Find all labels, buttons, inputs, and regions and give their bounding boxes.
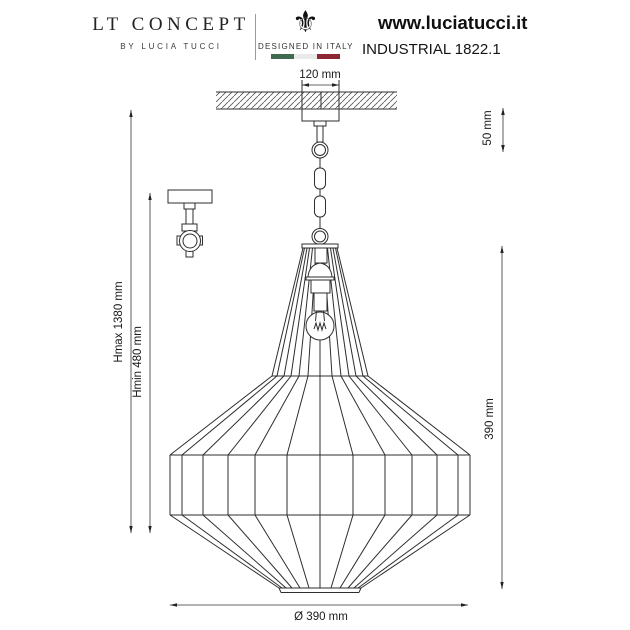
- canopy-width-label: 120 mm: [299, 69, 341, 81]
- flag-green-stripe: [270, 54, 294, 59]
- cage-wire: [362, 375, 459, 456]
- cage-wire: [290, 247, 310, 377]
- cage-wire: [336, 247, 369, 377]
- brand-block: LT CONCEPT BY LUCIA TUCCI: [58, 14, 284, 51]
- shade-diameter-label: Ø 390 mm: [294, 611, 348, 623]
- cage-wire: [357, 514, 459, 589]
- cage-wire: [332, 247, 357, 377]
- socket-and-bulb: [305, 247, 335, 341]
- cage-wire: [348, 375, 413, 456]
- cage-wire: [330, 514, 354, 589]
- cage-wire: [353, 514, 438, 589]
- height-min-label: Hmin 480 mm: [132, 326, 144, 398]
- cage-wire: [327, 247, 342, 377]
- cage-wire: [330, 247, 350, 377]
- mounting-detail-inset: [167, 189, 213, 258]
- cage-wire: [286, 514, 310, 589]
- cage-wire: [339, 514, 386, 589]
- cage-wire: [227, 514, 293, 589]
- cage-wire: [283, 247, 308, 377]
- bulb-icon: [305, 311, 335, 341]
- cage-wire: [254, 514, 301, 589]
- cage-wire: [202, 514, 287, 589]
- shade-height-label: 390 mm: [484, 398, 496, 440]
- flag-red-stripe: [317, 54, 341, 59]
- cage-wire: [367, 375, 471, 456]
- model-number: INDUSTRIAL 1822.1: [362, 41, 501, 58]
- cage-wire: [276, 247, 305, 377]
- cage-wire: [227, 375, 292, 456]
- header-divider: [255, 14, 256, 60]
- brand-byline: BY LUCIA TUCCI: [120, 42, 222, 51]
- cage-wire: [360, 514, 471, 589]
- cage-wire: [202, 375, 285, 456]
- cage-wire: [181, 514, 283, 589]
- cage-wire: [271, 247, 304, 377]
- designed-in-italy-block: ⚜ DESIGNED IN ITALY: [258, 6, 353, 59]
- cage-wire: [169, 375, 273, 456]
- designed-in-italy-label: DESIGNED IN ITALY: [258, 42, 354, 51]
- cage-wire: [286, 375, 309, 456]
- dimension-height-min: Hmin 480 mm: [132, 193, 152, 533]
- cage-wire: [169, 514, 280, 589]
- dimension-suspension-drop: 50 mm: [482, 108, 505, 152]
- website-url: www.luciatucci.it: [378, 12, 528, 33]
- shade-edges: [170, 375, 470, 593]
- cage-wire: [181, 375, 278, 456]
- dimension-shade-diameter: Ø 390 mm: [170, 603, 468, 623]
- cage-wire: [340, 375, 386, 456]
- cage-wire: [298, 247, 313, 377]
- suspension-drop-label: 50 mm: [482, 110, 494, 145]
- flag-white-stripe: [293, 54, 318, 59]
- wire-cage-shade: [169, 247, 471, 589]
- brand-logo-text: LT CONCEPT: [92, 14, 250, 35]
- filament: [313, 321, 327, 332]
- cage-wire: [355, 375, 438, 456]
- italian-flag-icon: [270, 54, 341, 59]
- cage-wire: [331, 375, 354, 456]
- cage-wire: [347, 514, 413, 589]
- canopy-and-chain: [301, 108, 340, 250]
- dimension-height-max: Hmax 1380 mm: [113, 110, 133, 533]
- fleur-de-lis-icon: ⚜: [292, 5, 319, 40]
- cage-wire: [335, 247, 364, 377]
- cage-wire: [254, 375, 300, 456]
- height-max-label: Hmax 1380 mm: [113, 281, 125, 362]
- dimension-shade-height: 390 mm: [484, 246, 504, 589]
- dimension-canopy-width: 120 mm: [299, 69, 341, 87]
